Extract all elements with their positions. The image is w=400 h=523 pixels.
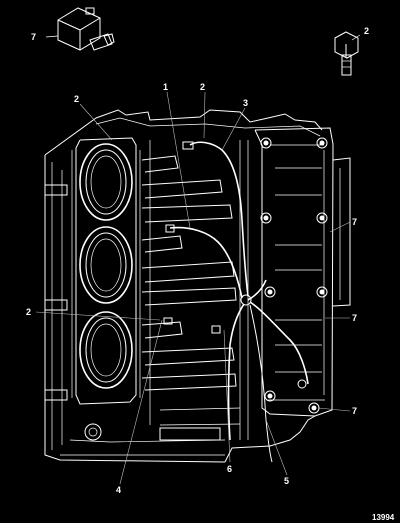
callout-7-fitting-left: 7 (31, 32, 36, 42)
hoses (163, 141, 309, 463)
callout-3: 3 (243, 98, 248, 108)
callout-6: 6 (227, 464, 232, 474)
cylinder-bores (71, 137, 141, 405)
callout-4: 4 (116, 485, 121, 495)
elbow-fitting-detail-left (45, 7, 115, 51)
callout-2-top-left: 2 (74, 94, 79, 104)
callout-7-right-lower: 7 (352, 406, 357, 416)
callout-2-fitting-right: 2 (364, 26, 369, 36)
leader-lines (35, 91, 351, 485)
callout-7-right-middle: 7 (352, 313, 357, 323)
callout-2-top-center: 2 (200, 82, 205, 92)
transfer-ports (141, 140, 249, 441)
callout-7-right-upper: 7 (352, 217, 357, 227)
engine-block-outline (44, 109, 351, 463)
callout-5: 5 (284, 476, 289, 486)
figure-number: 13994 (372, 513, 395, 522)
cover-bolts (260, 137, 328, 414)
elbow-fitting-detail-right (334, 31, 361, 76)
callout-2-left: 2 (26, 307, 31, 317)
callout-1: 1 (163, 82, 168, 92)
callout-labels: 7 2 2 1 2 3 7 2 7 7 4 6 5 (26, 26, 369, 495)
drain-plug (84, 423, 102, 441)
cover-ribs (275, 167, 322, 373)
